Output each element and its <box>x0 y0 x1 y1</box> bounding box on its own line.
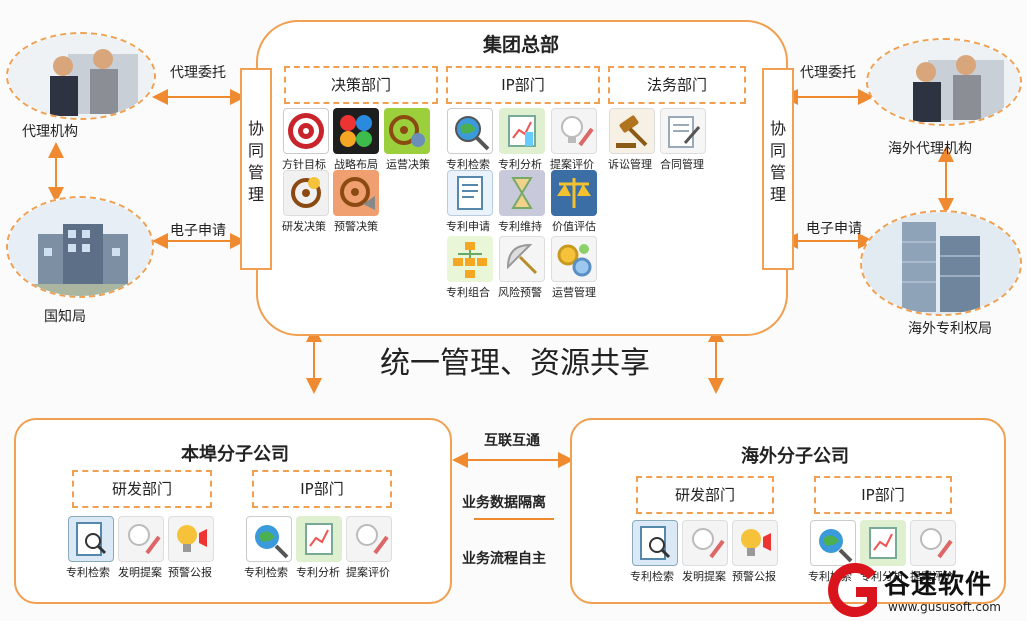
bulb-alert-icon <box>732 520 778 566</box>
decision-item-label: 运营决策 <box>386 158 430 171</box>
handshake-people-icon <box>868 40 1020 124</box>
local-rd-item-label: 发明提案 <box>118 566 162 579</box>
local-ip-item-label: 提案评价 <box>346 566 390 579</box>
ip-dept-box: IP部门 <box>446 66 600 104</box>
org-tree-icon <box>447 236 493 282</box>
ip-item-label: 专利维持 <box>498 220 542 233</box>
helm-icon <box>283 170 329 216</box>
watermark: 谷速软件 www.gususoft.com <box>826 560 1027 621</box>
idea-pencil-icon <box>910 520 956 566</box>
sync-label: 协同管理 <box>769 119 786 204</box>
watermark-brand: 谷速软件 <box>884 570 993 600</box>
interconnect-label: 互联互通 <box>484 433 540 449</box>
handshake-people-icon <box>8 34 154 118</box>
agent-image <box>6 32 156 120</box>
data-isolation-label: 业务数据隔离 <box>462 495 546 511</box>
idea-pencil-icon <box>551 108 597 154</box>
ip-item-label: 专利分析 <box>498 158 542 171</box>
decision-item-label: 预警决策 <box>334 220 378 233</box>
overseas-rd-item-label: 预警公报 <box>732 570 776 583</box>
application-doc-icon <box>447 170 493 216</box>
search-doc-icon <box>632 520 678 566</box>
search-globe-icon <box>810 520 856 566</box>
local-ip-item-label: 专利检索 <box>244 566 288 579</box>
legal-item-label: 合同管理 <box>660 158 704 171</box>
overseas-office-label: 海外专利权局 <box>908 321 992 337</box>
bulb-alert-icon <box>168 516 214 562</box>
overseas-office-image <box>860 210 1022 316</box>
watermark-url: www.gususoft.com <box>888 600 1001 614</box>
local-rd-dept-box: 研发部门 <box>72 470 212 508</box>
helm-gear-icon <box>384 108 430 154</box>
decision-item-label: 研发决策 <box>282 220 326 233</box>
overseas-rd-item-label: 专利检索 <box>630 570 674 583</box>
ip-item-label: 价值评估 <box>552 220 596 233</box>
skyscraper-icon <box>862 212 1020 314</box>
overseas-agent-label: 海外代理机构 <box>888 141 972 157</box>
analysis-chart-icon <box>860 520 906 566</box>
ip-item-label: 专利组合 <box>446 286 490 299</box>
hq-right-sync-box: 协同管理 <box>762 68 794 270</box>
idea-pencil-icon <box>682 520 728 566</box>
office-building-icon <box>8 198 152 296</box>
decision-item-label: 方针目标 <box>282 158 326 171</box>
gavel-icon <box>609 108 655 154</box>
contract-icon <box>660 108 706 154</box>
search-globe-icon <box>447 108 493 154</box>
office-label: 国知局 <box>44 309 86 325</box>
overseas-rd-item-label: 发明提案 <box>682 570 726 583</box>
local-ip-dept-box: IP部门 <box>252 470 392 508</box>
balance-scale-icon <box>551 170 597 216</box>
local-subsidiary-title: 本埠分子公司 <box>181 444 289 465</box>
legal-dept-box: 法务部门 <box>608 66 746 104</box>
slogan-text: 统一管理、资源共享 <box>380 346 650 381</box>
local-ip-item-label: 专利分析 <box>296 566 340 579</box>
ip-item-label: 专利申请 <box>446 220 490 233</box>
strategy-dots-icon <box>333 108 379 154</box>
ip-item-label: 提案评价 <box>550 158 594 171</box>
analysis-chart-icon <box>499 108 545 154</box>
decision-dept-box: 决策部门 <box>284 66 438 104</box>
process-autonomy-label: 业务流程自主 <box>462 551 546 567</box>
overseas-ip-item-label: 提案评价 <box>910 570 954 583</box>
left-office-link-label: 电子申请 <box>170 223 226 239</box>
left-agent-link-label: 代理委托 <box>170 65 226 81</box>
office-image <box>6 196 154 298</box>
ip-item-label: 风险预警 <box>498 286 542 299</box>
right-office-link-label: 电子申请 <box>806 221 862 237</box>
gears-icon <box>551 236 597 282</box>
hq-title: 集团总部 <box>482 34 559 56</box>
brand-logo-icon <box>828 563 877 617</box>
ip-item-label: 运营管理 <box>552 286 596 299</box>
local-rd-item-label: 预警公报 <box>168 566 212 579</box>
hq-left-sync-box: 协同管理 <box>240 68 272 270</box>
warning-helm-icon <box>333 170 379 216</box>
overseas-subsidiary-title: 海外分子公司 <box>741 446 849 467</box>
idea-pencil-icon <box>346 516 392 562</box>
ip-item-label: 专利检索 <box>446 158 490 171</box>
search-doc-icon <box>68 516 114 562</box>
hourglass-icon <box>499 170 545 216</box>
satellite-dish-icon <box>499 236 545 282</box>
local-subsidiary-panel <box>14 418 452 604</box>
local-rd-item-label: 专利检索 <box>66 566 110 579</box>
overseas-agent-image <box>866 38 1022 126</box>
overseas-rd-dept-box: 研发部门 <box>636 476 774 514</box>
right-agent-link-label: 代理委托 <box>800 65 856 81</box>
idea-pencil-icon <box>118 516 164 562</box>
agent-label: 代理机构 <box>22 124 78 140</box>
sync-label: 协同管理 <box>247 119 264 204</box>
target-icon <box>283 108 329 154</box>
decision-item-label: 战略布局 <box>334 158 378 171</box>
overseas-ip-dept-box: IP部门 <box>814 476 952 514</box>
search-globe-icon <box>246 516 292 562</box>
legal-item-label: 诉讼管理 <box>608 158 652 171</box>
analysis-chart-icon <box>296 516 342 562</box>
